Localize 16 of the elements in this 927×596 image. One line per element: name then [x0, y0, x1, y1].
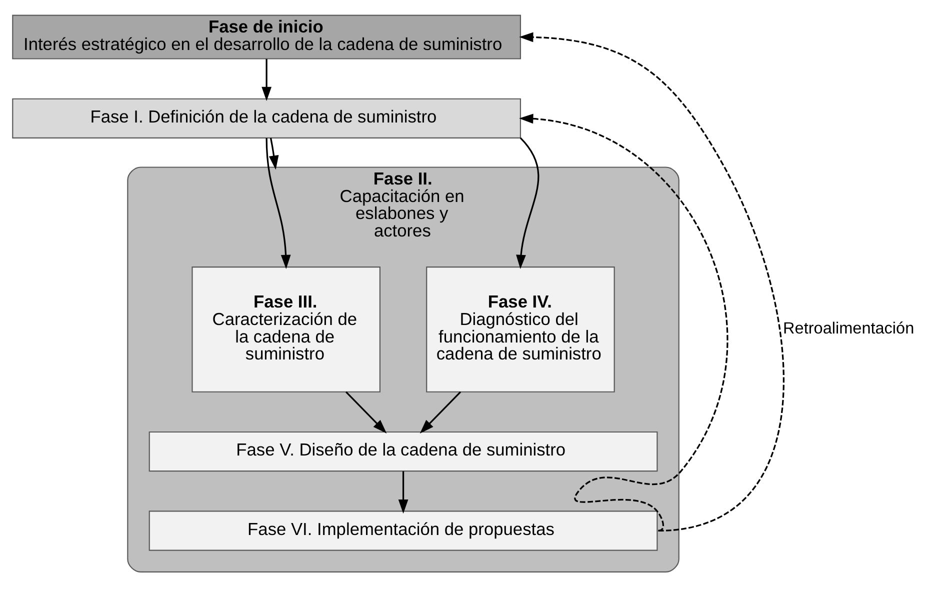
- arrow: [345, 391, 387, 434]
- arrow: [420, 391, 462, 434]
- arrow: [519, 32, 784, 532]
- edge-label: Retroalimentación: [783, 319, 914, 338]
- arrow: [519, 114, 728, 532]
- node-box: Fase V. Diseño de la cadena de suministro: [148, 431, 658, 472]
- arrow: [398, 471, 408, 514]
- arrow: [516, 137, 540, 269]
- node-box: Fase IV. Diagnóstico del funcionamiento de la cadena de suministro: [426, 266, 615, 392]
- arrow: [266, 138, 291, 269]
- node-box: Fase I. Definición de la cadena de suministro: [12, 98, 521, 138]
- node-box: Fase de inicio Interés estratégico en el desarrollo de la cadena de suministro: [12, 14, 521, 60]
- arrow: [262, 58, 272, 102]
- node-box: Fase VI. Implementación de propuestas: [148, 510, 658, 551]
- arrow: [268, 138, 279, 170]
- node-box: Fase III. Caracterización de la cadena de suministro: [192, 266, 380, 392]
